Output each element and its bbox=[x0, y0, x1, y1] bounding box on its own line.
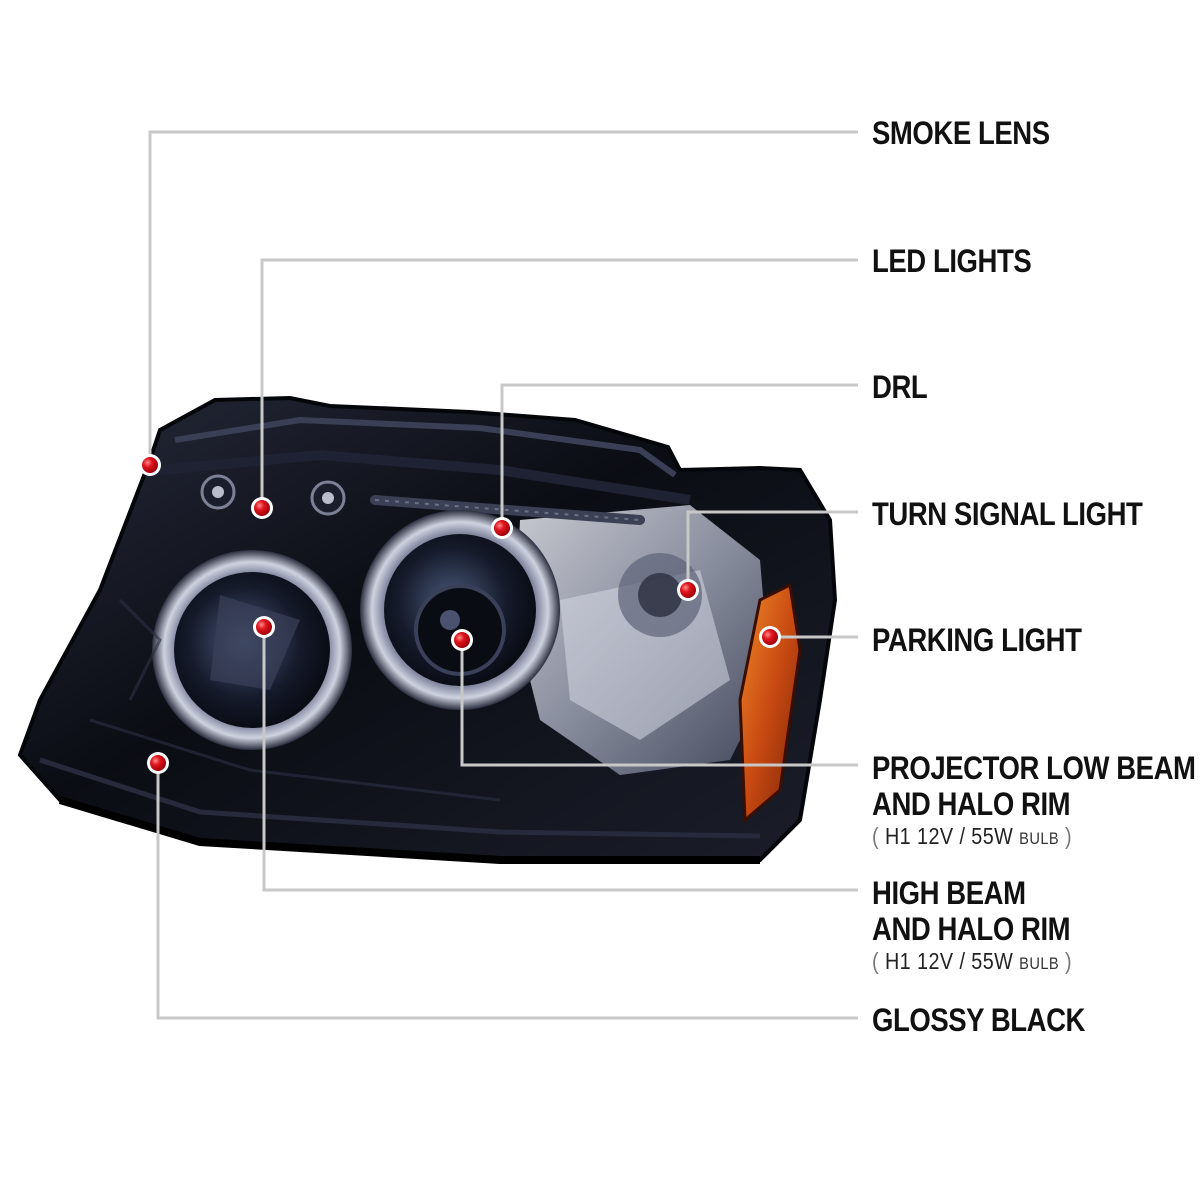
reflector-bowl bbox=[515, 505, 770, 775]
callout-markers bbox=[139, 454, 781, 774]
label-high-beam: HIGH BEAM AND HALO RIM ( H1 12V / 55W BU… bbox=[872, 875, 1072, 978]
marker-turn-signal bbox=[680, 582, 696, 598]
label-parking-light: PARKING LIGHT bbox=[872, 622, 1082, 658]
marker-glossy-black bbox=[150, 755, 166, 771]
label-smoke-lens: SMOKE LENS bbox=[872, 115, 1050, 151]
housing-detail bbox=[89, 598, 501, 802]
led-strip bbox=[200, 474, 645, 525]
label-glossy-black: GLOSSY BLACK bbox=[872, 1002, 1085, 1038]
label-led-lights: LED LIGHTS bbox=[872, 243, 1032, 279]
marker-high-beam bbox=[256, 619, 272, 635]
leader-low-beam bbox=[460, 640, 858, 767]
marker-low-beam bbox=[454, 632, 470, 648]
leader-smoke-lens bbox=[148, 130, 858, 465]
leader-drl bbox=[500, 383, 858, 528]
leader-glossy-black bbox=[156, 763, 858, 1020]
leader-lines bbox=[148, 130, 858, 1020]
leader-turn-signal bbox=[686, 510, 858, 590]
label-drl: DRL bbox=[872, 369, 928, 405]
leader-high-beam bbox=[262, 627, 858, 892]
marker-smoke-lens bbox=[142, 457, 158, 473]
marker-led-lights bbox=[254, 500, 270, 516]
label-turn-signal-light: TURN SIGNAL LIGHT bbox=[872, 496, 1143, 532]
low-beam-projector bbox=[360, 510, 560, 710]
high-beam-bulb-spec: ( H1 12V / 55W BULB ) bbox=[872, 948, 1073, 974]
high-beam-projector bbox=[152, 550, 352, 750]
parking-light-lens bbox=[738, 582, 802, 824]
marker-parking-light bbox=[762, 629, 778, 645]
low-beam-bulb-spec: ( H1 12V / 55W BULB ) bbox=[872, 823, 1073, 849]
leader-led-lights bbox=[260, 258, 858, 508]
marker-drl bbox=[494, 520, 510, 536]
label-projector-low-beam: PROJECTOR LOW BEAM AND HALO RIM ( H1 12V… bbox=[872, 750, 1196, 853]
